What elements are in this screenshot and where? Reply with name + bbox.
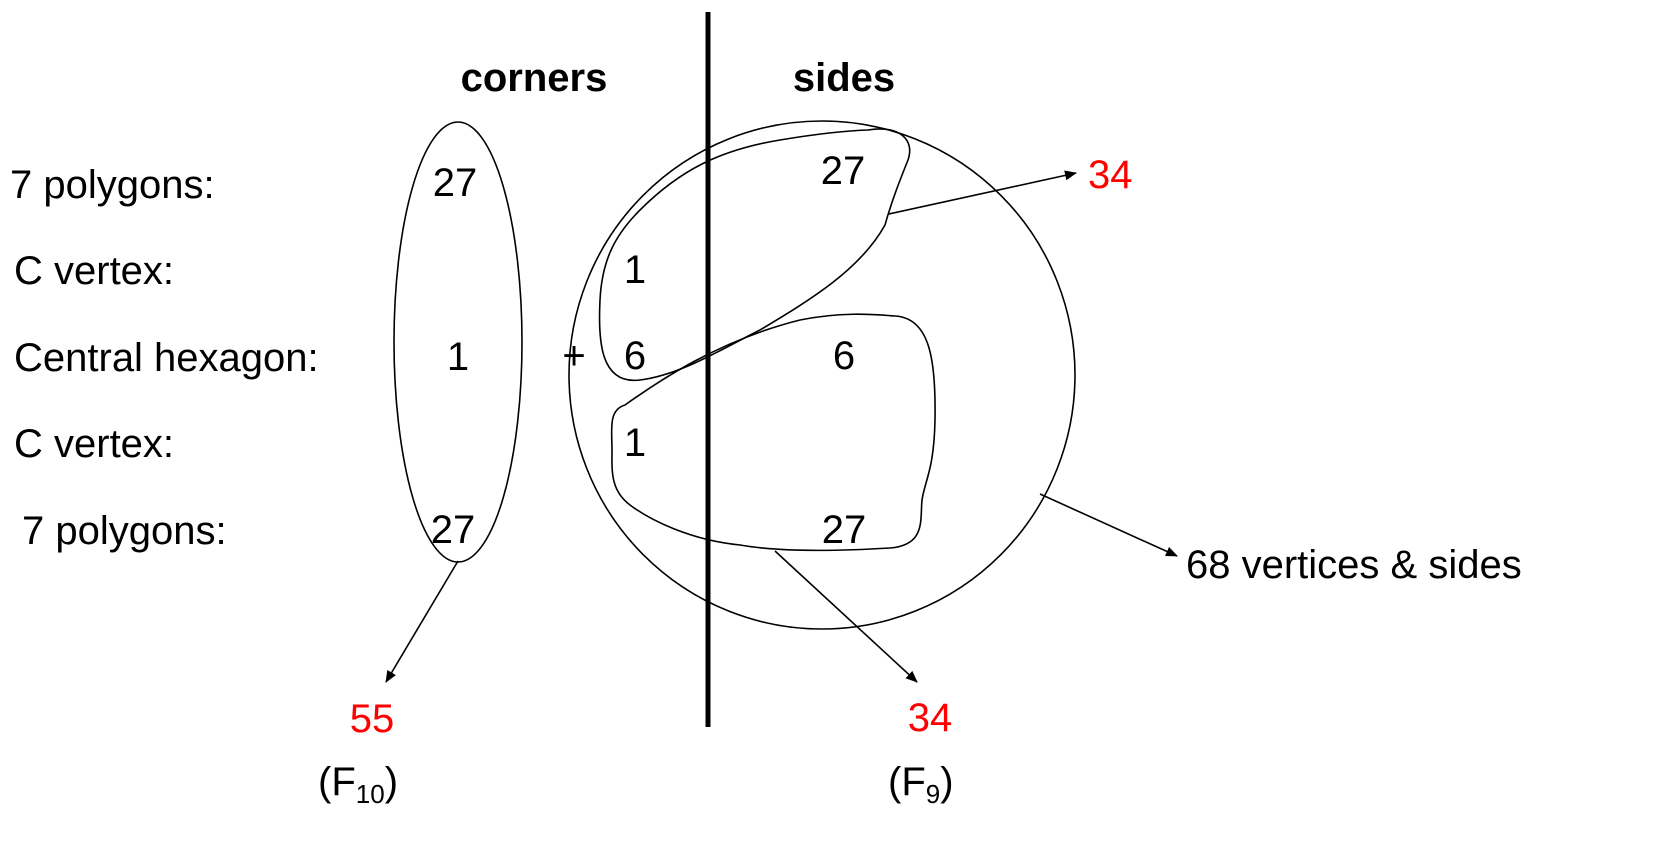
result-corners-total: 55: [350, 697, 395, 741]
lower-group-outline: [610, 313, 936, 552]
result-upper-group: 34: [1088, 153, 1133, 197]
result-all-label: 68 vertices & sides: [1186, 543, 1522, 587]
row-label-upper-c-vertex: C vertex:: [14, 249, 174, 293]
sides-value-upper-1: 1: [624, 248, 646, 292]
arrow-lower-group: [774, 550, 918, 683]
arrow-upper-group: [888, 170, 1077, 215]
corners-value-bottom: 27: [431, 508, 476, 552]
plus-sign: +: [562, 334, 585, 378]
arrow-corners-total: [385, 560, 459, 683]
sides-value-bottom-27: 27: [822, 508, 867, 552]
result-lower-group: 34: [908, 696, 953, 740]
row-label-lower-c-vertex: C vertex:: [14, 422, 174, 466]
row-label-top-polygons: 7 polygons:: [10, 163, 215, 207]
sides-value-top-27: 27: [821, 149, 866, 193]
upper-group-outline: [598, 128, 911, 382]
row-label-central-hexagon: Central hexagon:: [14, 336, 319, 380]
sides-circle: [568, 120, 1076, 630]
row-label-bottom-polygons: 7 polygons:: [22, 509, 227, 553]
sides-value-left-6: 6: [624, 334, 646, 378]
fibonacci-label-corners: (F10): [318, 760, 398, 809]
corners-value-center: 1: [447, 335, 469, 379]
corners-value-top: 27: [433, 161, 478, 205]
arrow-all-circle: [1039, 493, 1178, 557]
fibonacci-label-sides: (F9): [888, 760, 954, 809]
sides-value-right-6: 6: [833, 334, 855, 378]
header-corners: corners: [461, 56, 608, 100]
sides-value-lower-1: 1: [624, 421, 646, 465]
header-sides: sides: [793, 56, 895, 100]
